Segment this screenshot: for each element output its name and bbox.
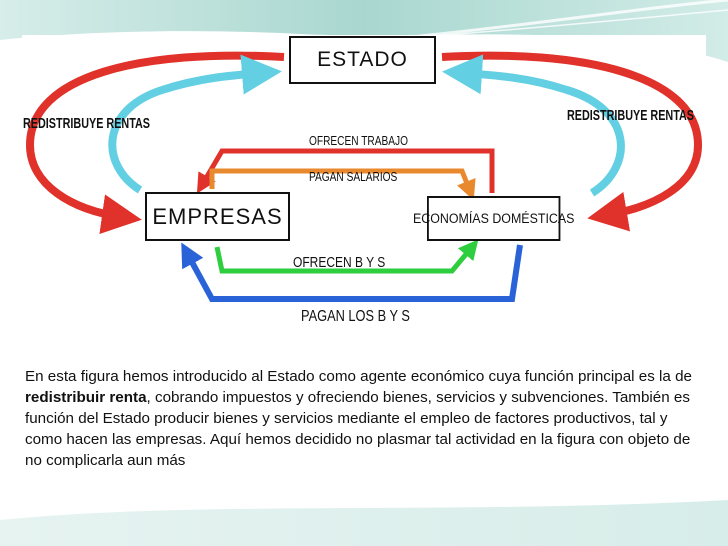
pagan-salarios-label: PAGAN SALARIOS (309, 169, 398, 184)
economias-domesticas-node: ECONOMÍAS DOMÉSTICAS (413, 196, 574, 241)
estado-node: ESTADO (289, 36, 436, 84)
ofrecen-trabajo-label: OFRECEN TRABAJO (309, 133, 408, 148)
slide-caption: En esta figura hemos introducido al Esta… (25, 366, 705, 471)
pagan-salarios-arrow (209, 168, 476, 201)
empresas-node: EMPRESAS (145, 192, 290, 241)
redistribuye-rentas-right-label: REDISTRIBUYE RENTAS (567, 107, 695, 124)
redistribuye-rentas-left-label: REDISTRIBUYE RENTAS (23, 115, 151, 132)
caption-bold-term: redistribuir renta (25, 389, 147, 406)
pagan-bys-arrow (181, 242, 523, 302)
flow-arrows (25, 51, 703, 302)
redistribuye-left-red-arrow (25, 51, 285, 235)
circular-flow-diagram: ESTADO EMPRESAS ECONOMÍAS DOMÉSTICAS RED… (22, 35, 706, 327)
ofrecen-bys-label: OFRECEN B Y S (293, 254, 386, 271)
impuestos-left-cyan-arrow (108, 54, 282, 194)
caption-text-part2: , cobrando impuestos y ofreciendo bienes… (25, 389, 691, 469)
caption-text-part1: En esta figura hemos introducido al Esta… (25, 368, 692, 385)
impuestos-right-cyan-arrow (442, 54, 625, 197)
ofrecen-trabajo-arrow (196, 148, 495, 194)
ofrecen-bys-arrow (214, 239, 479, 274)
redistribuye-right-red-arrow (441, 51, 703, 232)
pagan-los-bys-label: PAGAN LOS B Y S (301, 308, 410, 325)
